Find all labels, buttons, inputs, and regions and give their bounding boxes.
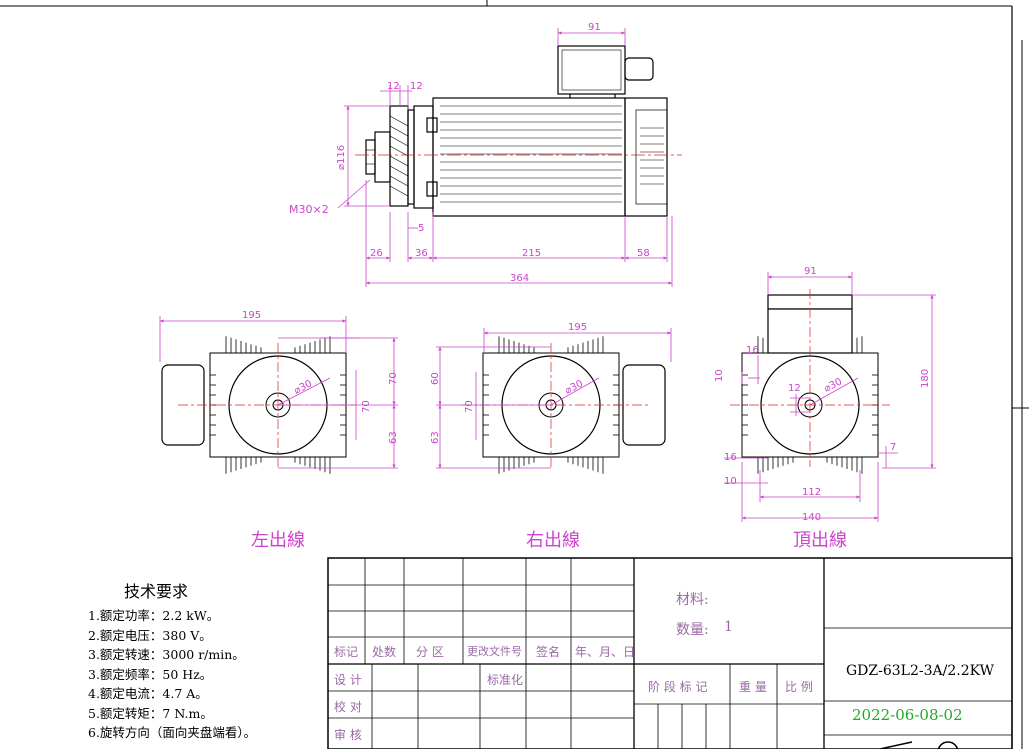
dim-12-disk: 12: [410, 81, 423, 92]
tb-model-number: GDZ-63L2-3A/2.2KW: [846, 663, 994, 679]
top-dim-16b: 16: [724, 452, 737, 463]
tech-item: 4.额定电流：4.7 A。: [88, 686, 208, 701]
left-dim-195: 195: [242, 310, 261, 321]
tech-item: 1.额定功率：2.2 kW。: [88, 608, 220, 623]
tb-shenhe: 审 核: [334, 728, 362, 742]
right-dim-195: 195: [568, 322, 587, 333]
tb-fenqu: 分 区: [416, 645, 444, 659]
top-exit-dimensions: [724, 272, 936, 522]
dim-91-terminal: 91: [588, 22, 601, 33]
tb-drawing-date: 2022-06-08-02: [852, 706, 963, 724]
top-dim-112: 112: [802, 487, 821, 498]
tb-quantity-value: 1: [724, 619, 733, 635]
left-dim-70a: 70: [388, 372, 399, 385]
tb-bili: 比 例: [785, 680, 813, 694]
top-exit-view: [730, 289, 890, 474]
top-dim-140: 140: [802, 512, 821, 523]
tb-jieduan: 阶 段 标 记: [648, 680, 708, 694]
right-dim-70: 70: [464, 400, 475, 413]
tech-item: 3.额定频率：50 Hz。: [88, 666, 213, 682]
dim-364: 364: [510, 273, 529, 284]
tb-genggai: 更改文件号: [467, 645, 522, 658]
tb-sheji: 设 计: [334, 673, 362, 687]
dim-215: 215: [522, 248, 541, 259]
title-block-grid: [327, 557, 1013, 749]
top-exit-title: 頂出線: [793, 530, 847, 551]
side-view-dimensions: [337, 28, 673, 287]
tb-jiaodui: 校 对: [334, 700, 362, 714]
technical-requirements: 技术要求 1.额定功率：2.2 kW。 2.额定电压：380 V。 3.额定转速…: [88, 578, 256, 743]
right-dim-63: 63: [430, 431, 441, 444]
left-dim-63: 63: [388, 431, 399, 444]
tech-item: 6.旋转方向（面向夹盘端看）。: [88, 725, 257, 740]
side-view-fins: [440, 105, 622, 203]
tech-item: 5.额定转矩：7 N.m。: [88, 705, 213, 721]
right-exit-title: 右出線: [526, 530, 580, 551]
tb-biaoji: 标记: [334, 645, 359, 659]
top-dim-7: 7: [890, 442, 896, 453]
tb-zhongliang: 重 量: [739, 680, 767, 694]
side-view-motor: [365, 45, 668, 217]
tech-title: 技术要求: [124, 582, 189, 601]
top-dim-10a: 10: [714, 369, 725, 382]
tb-quantity-label: 数量:: [676, 622, 709, 638]
top-dim-16a: 16: [746, 345, 759, 356]
left-exit-dimensions: [159, 316, 398, 469]
top-dim-10b: 10: [724, 476, 737, 487]
dim-58: 58: [637, 248, 650, 259]
side-view-dim-text: 91 12 12 ⌀116 M30×2 5 26 36 215 58 364: [289, 22, 650, 284]
dim-m30-thread: M30×2: [289, 203, 329, 216]
top-dim-180: 180: [920, 369, 931, 388]
tech-item: 3.额定转速：3000 r/min。: [88, 647, 245, 662]
top-dim-91: 91: [804, 266, 817, 277]
tb-chushu: 处数: [372, 645, 397, 659]
left-dim-70b: 70: [361, 400, 372, 413]
tb-material-label: 材料:: [676, 592, 709, 608]
dim-36: 36: [415, 248, 428, 259]
side-view-rear-vents: [640, 127, 664, 185]
company-logo-fragment: [879, 741, 959, 749]
right-dim-60: 60: [430, 372, 441, 385]
tb-nianyueri: 年、月、日: [575, 645, 636, 659]
tech-item: 2.额定电压：380 V。: [88, 627, 212, 643]
dim-5: 5: [418, 223, 424, 234]
right-exit-dimensions: [436, 328, 672, 469]
left-exit-title: 左出線: [251, 530, 305, 551]
tb-qianming: 签名: [536, 645, 561, 659]
dim-12-flange: 12: [387, 81, 400, 92]
top-dim-12: 12: [788, 383, 801, 394]
dim-26: 26: [370, 248, 383, 259]
tb-biaozhunhua: 标准化: [487, 673, 524, 687]
dim-116-diameter: ⌀116: [336, 145, 347, 170]
